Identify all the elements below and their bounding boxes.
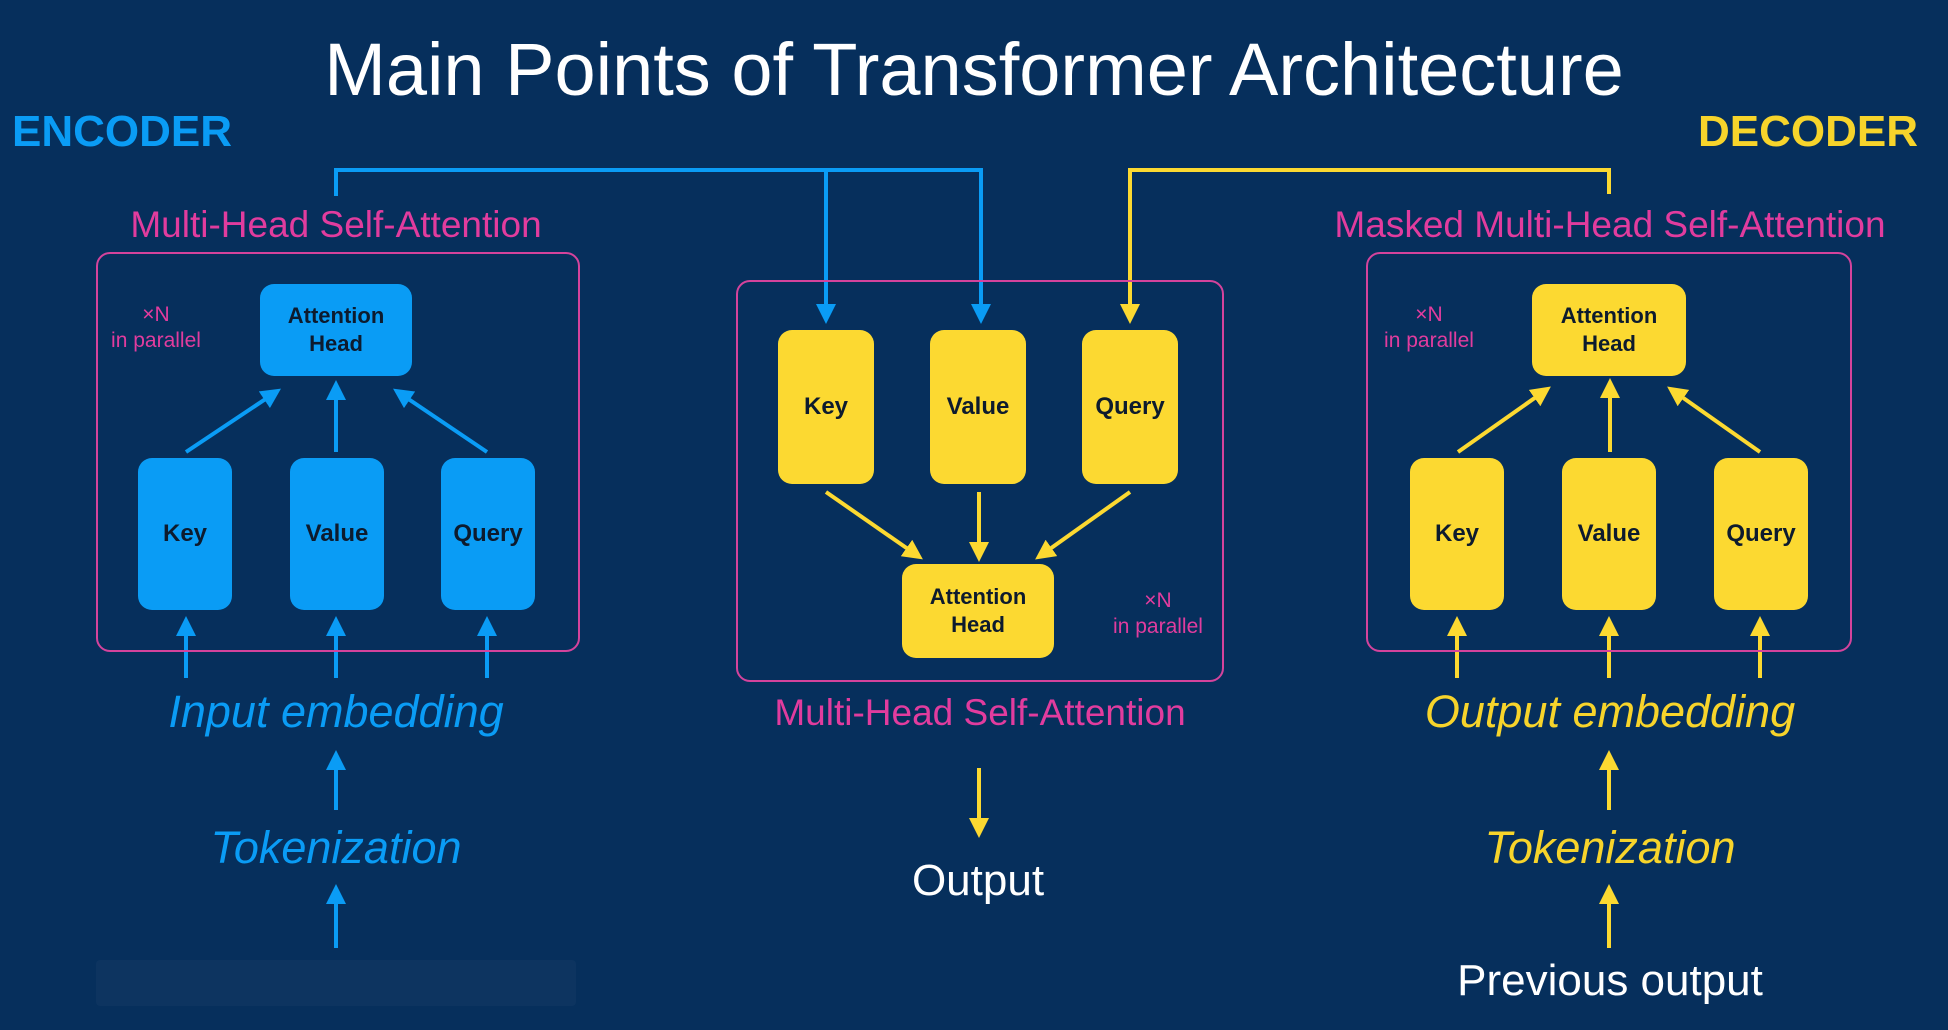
- middle-value-box: Value: [930, 330, 1026, 484]
- middle-attention-head: Attention Head: [902, 564, 1054, 658]
- decoder-query-box: Query: [1714, 458, 1808, 610]
- encoder-value-box: Value: [290, 458, 384, 610]
- middle-module-label: Multi-Head Self-Attention: [774, 692, 1186, 733]
- middle-parallel-note: ×N in parallel: [1113, 589, 1203, 638]
- decoder-heading: DECODER: [1697, 107, 1918, 156]
- decoder-value-box: Value: [1562, 458, 1656, 610]
- decoder-key-box: Key: [1410, 458, 1504, 610]
- decoder-tokenization: Tokenization: [1484, 822, 1736, 873]
- encoder-parallel-note: ×N in parallel: [111, 303, 201, 352]
- decoder-output-embedding: Output embedding: [1424, 686, 1796, 737]
- redacted-input-text: [96, 960, 576, 1006]
- encoder-input-embedding: Input embedding: [168, 686, 504, 737]
- encoder-heading: ENCODER: [12, 107, 233, 156]
- decoder-attention-frame: [1366, 252, 1852, 652]
- encoder-attention-frame: [96, 252, 580, 652]
- encoder-tokenization: Tokenization: [210, 822, 462, 873]
- encoder-module-label: Multi-Head Self-Attention: [130, 204, 542, 245]
- page-title: Main Points of Transformer Architecture: [324, 28, 1624, 111]
- decoder-parallel-note: ×N in parallel: [1384, 303, 1474, 352]
- decoder-module-label: Masked Multi-Head Self-Attention: [1334, 204, 1886, 245]
- decoder-attention-head: Attention Head: [1532, 284, 1686, 376]
- encoder-attention-head: Attention Head: [260, 284, 412, 376]
- encoder-key-box: Key: [138, 458, 232, 610]
- output-label: Output: [911, 856, 1045, 905]
- middle-query-box: Query: [1082, 330, 1178, 484]
- encoder-query-box: Query: [441, 458, 535, 610]
- middle-attention-frame: [736, 280, 1224, 682]
- middle-key-box: Key: [778, 330, 874, 484]
- previous-output-label: Previous output: [1457, 956, 1763, 1005]
